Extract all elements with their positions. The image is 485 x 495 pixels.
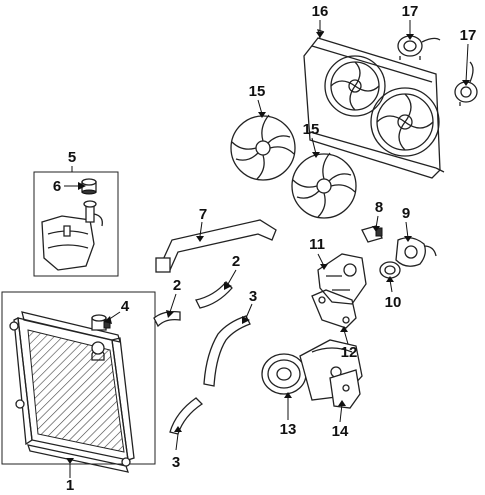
reservoir-tank — [41, 200, 103, 271]
radiator-frame-box — [1, 291, 156, 465]
callout-1: 1 — [66, 477, 74, 494]
callout-16: 16 — [312, 3, 329, 20]
callout-8: 8 — [375, 199, 383, 216]
callout-11: 11 — [309, 236, 325, 253]
thermostat-10 — [379, 261, 401, 279]
leader-arrows — [66, 32, 470, 464]
callout-14: 14 — [332, 423, 349, 440]
callout-15b: 15 — [303, 121, 320, 138]
fan-shroud — [303, 29, 445, 179]
gasket-12 — [311, 289, 357, 329]
sensor-8 — [361, 225, 383, 243]
callout-2a: 2 — [173, 277, 181, 294]
fan-blade-1 — [230, 114, 296, 181]
callout-7: 7 — [199, 206, 207, 223]
bracket-14 — [329, 369, 361, 409]
hose-3b — [169, 397, 204, 435]
callout-6: 6 — [53, 178, 61, 195]
callout-2b: 2 — [232, 253, 240, 270]
callout-17b: 17 — [460, 27, 477, 44]
reservoir-cap — [81, 178, 97, 195]
callout-5: 5 — [68, 149, 76, 166]
hose-3a — [203, 315, 251, 387]
callout-3b: 3 — [172, 454, 180, 471]
callout-17a: 17 — [402, 3, 419, 20]
callout-9: 9 — [402, 205, 410, 222]
callout-4: 4 — [121, 298, 130, 315]
callout-3a: 3 — [249, 288, 257, 305]
radiator-cap — [91, 314, 111, 331]
hose-2a — [153, 310, 181, 328]
reservoir-box — [33, 171, 119, 277]
callout-13: 13 — [280, 421, 297, 438]
hose-2b — [195, 281, 233, 309]
housing-9 — [395, 237, 437, 267]
callout-12: 12 — [341, 344, 358, 361]
fan-motor-1 — [397, 35, 441, 60]
callout-15a: 15 — [249, 83, 266, 100]
radiator — [9, 311, 135, 473]
callout-10: 10 — [385, 294, 402, 311]
upper-hose-pipe-7 — [155, 219, 277, 273]
fan-blade-2 — [291, 152, 357, 219]
